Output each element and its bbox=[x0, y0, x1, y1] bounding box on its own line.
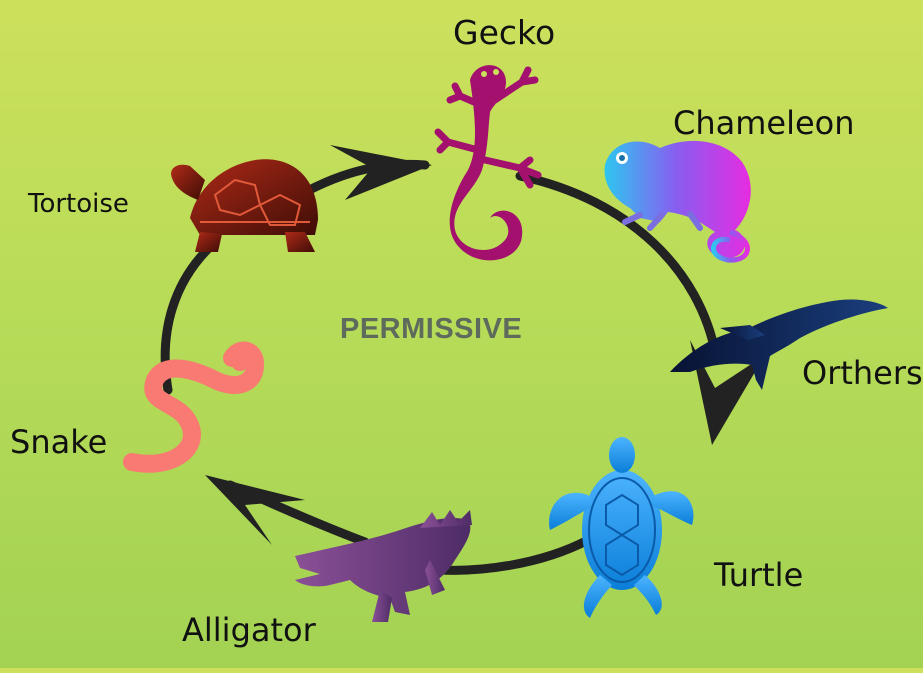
pterosaur-icon bbox=[670, 299, 888, 390]
alligator-icon bbox=[295, 510, 472, 622]
turtle-icon bbox=[549, 437, 694, 618]
node-label-turtle: Turtle bbox=[714, 556, 804, 594]
tortoise-icon bbox=[171, 159, 318, 252]
node-label-others: Orthers bbox=[802, 354, 923, 392]
node-label-chameleon: Chameleon bbox=[673, 104, 855, 142]
chameleon-icon bbox=[604, 140, 751, 263]
node-label-alligator: Alligator bbox=[182, 611, 316, 649]
snake-icon bbox=[123, 341, 264, 473]
node-label-tortoise: Tortoise bbox=[28, 189, 129, 219]
arrowhead-to-turtle-icon bbox=[690, 340, 765, 445]
cycle-arrowheads bbox=[205, 145, 765, 545]
gecko-icon bbox=[434, 65, 542, 261]
arrowhead-to-snake-icon bbox=[205, 475, 305, 545]
node-label-gecko: Gecko bbox=[453, 13, 556, 52]
node-label-snake: Snake bbox=[10, 423, 108, 461]
cycle-segment-turtle-to-alligator bbox=[435, 535, 593, 575]
arrowhead-to-gecko-icon bbox=[330, 145, 432, 200]
cycle-segment-gecko-to-others bbox=[515, 171, 721, 361]
center-label: PERMISSIVE bbox=[340, 313, 523, 345]
